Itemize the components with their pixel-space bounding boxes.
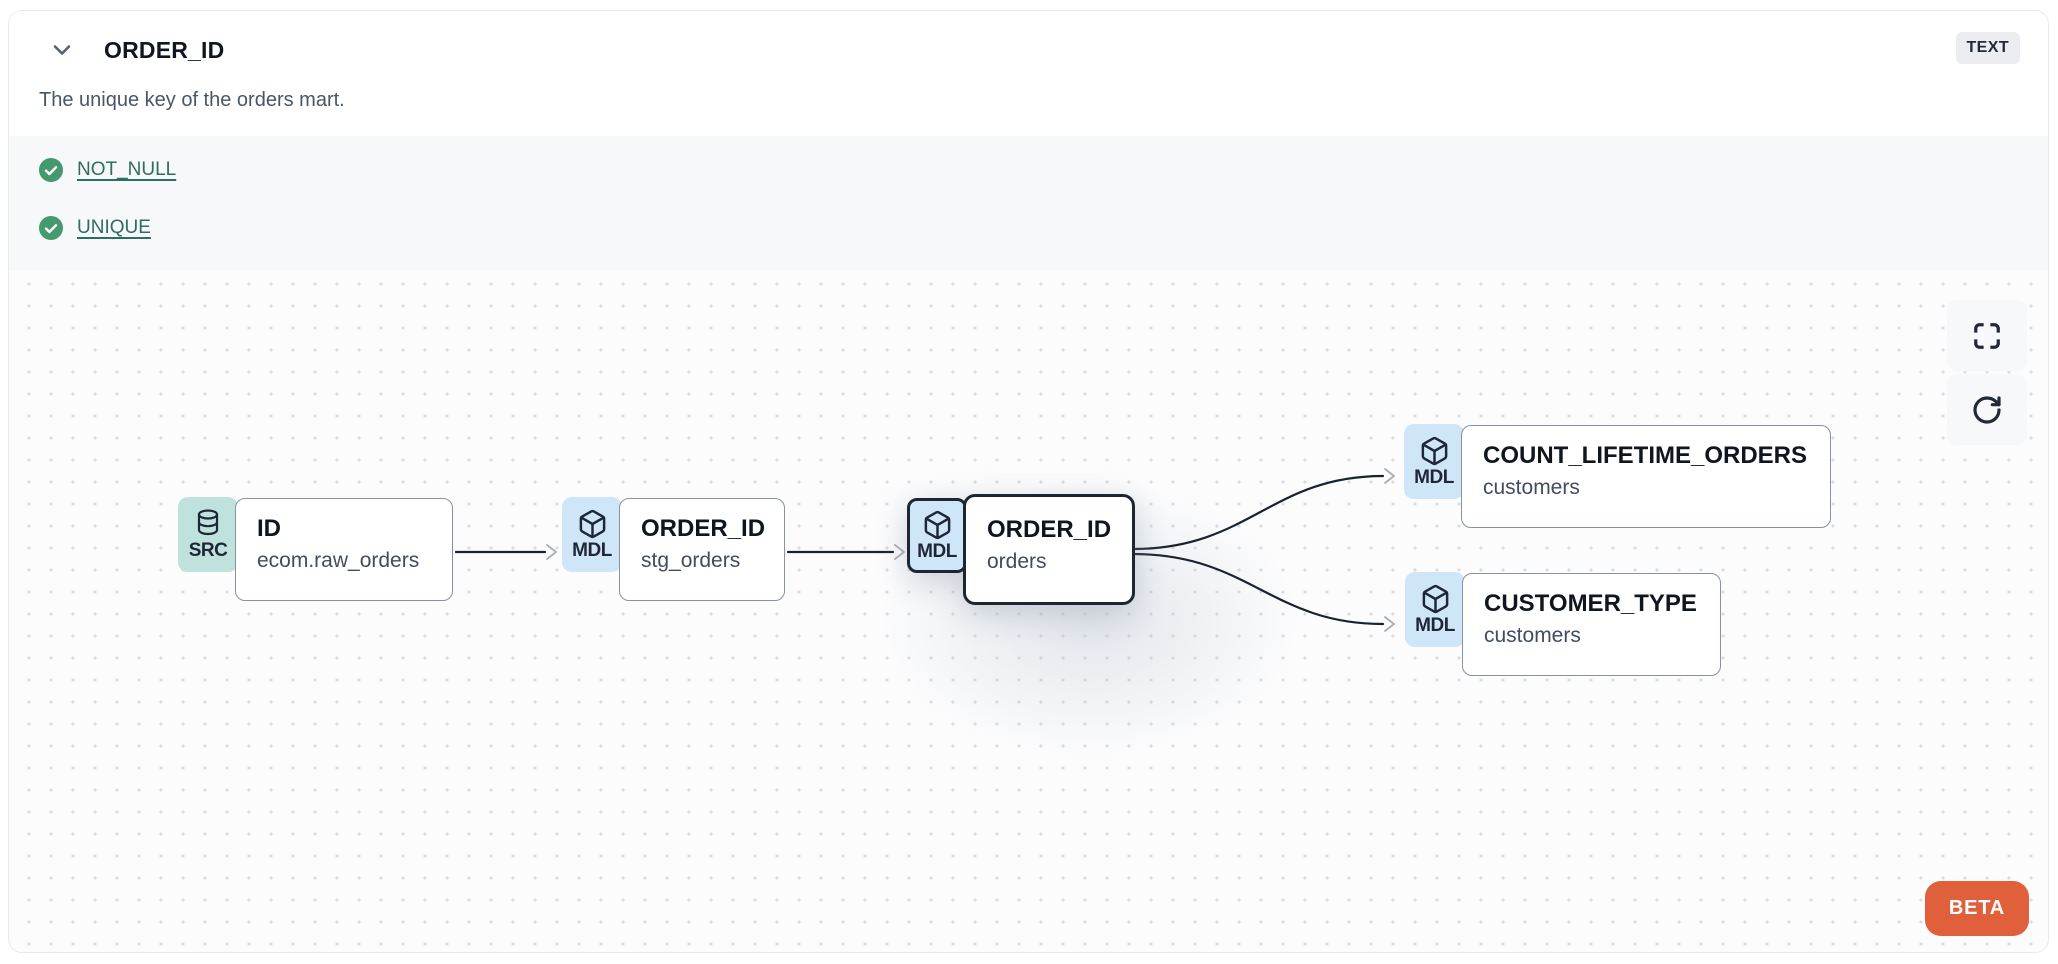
collapse-toggle[interactable]: [48, 36, 76, 64]
lineage-edges: [454, 468, 1395, 632]
node-title: ORDER_ID: [987, 516, 1112, 543]
badge-label: SRC: [188, 540, 228, 561]
chevron-down-icon: [49, 37, 75, 63]
node-title: ID: [257, 515, 281, 542]
header: ORDER_ID TEXT The unique key of the orde…: [9, 11, 2048, 136]
node-type-badge: MDL: [562, 497, 622, 572]
edge-curve: [1131, 552, 1385, 626]
title-row: ORDER_ID: [39, 36, 2018, 64]
cube-icon: [1420, 583, 1451, 615]
node-subtitle: ecom.raw_orders: [257, 549, 420, 572]
tests-section: NOT_NULL UNIQUE: [9, 136, 2048, 270]
cube-icon: [1419, 435, 1450, 467]
node-card: COUNT_LIFETIME_ORDERS customers: [1461, 425, 1831, 528]
node-subtitle: customers: [1483, 476, 1580, 499]
beta-badge[interactable]: BETA: [1924, 881, 2029, 936]
arrowhead-icon: [546, 544, 557, 560]
cube-icon: [922, 509, 953, 541]
arrowhead-icon: [894, 544, 905, 560]
lineage-node-stg-orders[interactable]: MDL ORDER_ID stg_orders: [562, 497, 785, 601]
node-title: COUNT_LIFETIME_ORDERS: [1483, 442, 1808, 469]
check-circle-icon: [39, 158, 63, 182]
node-card: ORDER_ID orders: [963, 494, 1135, 605]
node-card: CUSTOMER_TYPE customers: [1462, 573, 1721, 676]
node-card: ID ecom.raw_orders: [235, 498, 453, 601]
node-type-badge: MDL: [1404, 424, 1464, 499]
column-details-card: ORDER_ID TEXT The unique key of the orde…: [8, 10, 2049, 953]
edge-curve: [1131, 474, 1385, 551]
arrowhead-icon: [1384, 468, 1395, 484]
lineage-node-source-id[interactable]: SRC ID ecom.raw_orders: [178, 497, 453, 601]
lineage-canvas[interactable]: SRC ID ecom.raw_orders MDL ORDER_ID: [9, 270, 2048, 952]
lineage-node-customer-type[interactable]: MDL CUSTOMER_TYPE customers: [1405, 572, 1721, 676]
node-card: ORDER_ID stg_orders: [619, 498, 785, 601]
badge-label: MDL: [917, 541, 957, 562]
badge-label: MDL: [1415, 615, 1455, 636]
database-icon: [193, 508, 223, 540]
badge-label: MDL: [572, 540, 612, 561]
column-description: The unique key of the orders mart.: [39, 89, 345, 111]
test-row: UNIQUE: [39, 216, 2018, 240]
fullscreen-button[interactable]: [1947, 300, 2027, 371]
cube-icon: [577, 508, 608, 540]
refresh-icon: [1971, 394, 2003, 426]
node-title: ORDER_ID: [641, 515, 766, 542]
refresh-button[interactable]: [1947, 374, 2027, 445]
node-subtitle: orders: [987, 550, 1047, 573]
fullscreen-icon: [1972, 321, 2002, 351]
lineage-node-orders-selected[interactable]: MDL ORDER_ID orders: [907, 494, 1135, 605]
node-type-badge: SRC: [178, 497, 238, 572]
test-row: NOT_NULL: [39, 158, 2018, 182]
node-type-badge: MDL: [907, 498, 967, 573]
badge-label: MDL: [1414, 467, 1454, 488]
type-badge: TEXT: [1955, 32, 2020, 64]
arrowhead-icon: [1384, 616, 1395, 632]
node-subtitle: stg_orders: [641, 549, 741, 572]
lineage-node-count-lifetime-orders[interactable]: MDL COUNT_LIFETIME_ORDERS customers: [1404, 424, 1831, 528]
test-link-not-null[interactable]: NOT_NULL: [77, 159, 177, 180]
node-title: CUSTOMER_TYPE: [1484, 590, 1697, 617]
check-circle-icon: [39, 216, 63, 240]
node-subtitle: customers: [1484, 624, 1581, 647]
node-type-badge: MDL: [1405, 572, 1465, 647]
page-title: ORDER_ID: [104, 36, 225, 63]
canvas-controls: [1947, 300, 2027, 445]
test-link-unique[interactable]: UNIQUE: [77, 217, 151, 238]
